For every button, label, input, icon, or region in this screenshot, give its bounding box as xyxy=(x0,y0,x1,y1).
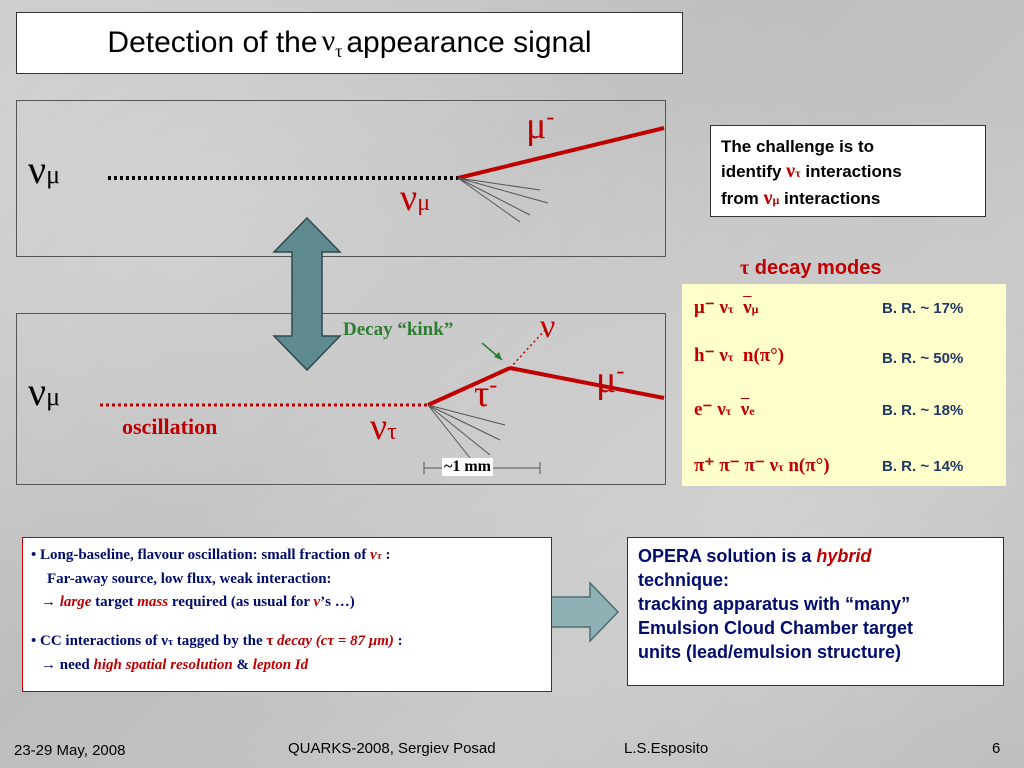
decay-formula: e⁻ ντ νe xyxy=(694,399,755,420)
scale-label: ~1 mm xyxy=(442,458,493,476)
challenge-line: from νμ interactions xyxy=(721,187,881,209)
hadron-track xyxy=(457,177,521,223)
muon-track xyxy=(457,126,665,180)
decay-modes-heading: τ decay modes xyxy=(740,257,882,279)
incoming-numu-label: νμ xyxy=(28,147,61,192)
footer-page-number: 6 xyxy=(992,740,1001,757)
hadron-track xyxy=(457,177,541,191)
title-prefix: Detection of the xyxy=(107,26,318,59)
opera-line: tracking apparatus with “many” xyxy=(638,594,911,614)
branching-ratio: B. R. ~ 14% xyxy=(882,458,964,475)
muon-label: μ- xyxy=(596,358,625,401)
challenge-line: identify ντ interactions xyxy=(721,160,902,182)
footer-conference: QUARKS-2008, Sergiev Posad xyxy=(288,740,496,757)
oscillation-double-arrow-icon xyxy=(272,216,342,372)
decay-mode-row: π⁺ π⁻ π⁻ ντ n(π°) B. R. ~ 14% xyxy=(682,454,1006,484)
decay-mode-row: e⁻ ντ νe B. R. ~ 18% xyxy=(682,398,1006,428)
decay-mode-row: μ⁻ ντ νμ B. R. ~ 17% xyxy=(682,296,1006,326)
branching-ratio: B. R. ~ 17% xyxy=(882,300,964,317)
hadron-track xyxy=(427,404,501,441)
challenge-line: The challenge is to xyxy=(721,137,875,156)
opera-line: technique: xyxy=(638,570,730,590)
tau-label: τ- xyxy=(474,372,498,415)
decay-kink-label: Decay “kink” xyxy=(343,319,454,340)
hadron-track xyxy=(457,177,531,216)
kink-nu-label: ν xyxy=(540,308,556,345)
slide-title: Detection of the ντ appearance signal xyxy=(16,12,683,74)
bullet-line: → large target mass required (as usual f… xyxy=(41,594,355,610)
oscillation-label: oscillation xyxy=(122,414,218,439)
title-nu: ντ xyxy=(321,24,343,61)
tau-decay-muon-track xyxy=(509,366,665,400)
nutau-event-panel xyxy=(16,313,666,485)
opera-line: OPERA solution is a hybrid xyxy=(638,546,872,566)
incoming-numu-label: νμ xyxy=(28,369,61,414)
challenge-box: The challenge is to identify ντ interact… xyxy=(710,125,986,217)
bullet-line: Far-away source, low flux, weak interact… xyxy=(47,571,332,587)
tau-track xyxy=(427,366,511,407)
tau-decay-neutrino-track xyxy=(509,329,546,369)
decay-formula: μ⁻ ντ νμ xyxy=(694,297,759,318)
branching-ratio: B. R. ~ 50% xyxy=(882,350,964,367)
footer-date: 23-29 May, 2008 xyxy=(14,742,126,759)
branching-ratio: B. R. ~ 18% xyxy=(882,402,964,419)
opera-line: Emulsion Cloud Chamber target xyxy=(638,618,914,638)
hadron-track xyxy=(427,404,491,456)
opera-line: units (lead/emulsion structure) xyxy=(638,642,902,662)
hadron-track xyxy=(457,177,549,204)
title-suffix: appearance signal xyxy=(346,26,592,59)
vertex-nutau-label: ντ xyxy=(370,406,397,448)
bullet-line: → need high spatial resolution & lepton … xyxy=(41,657,309,673)
bullets-box: • Long-baseline, flavour oscillation: sm… xyxy=(22,537,552,692)
muon-label: μ- xyxy=(526,104,555,147)
hadron-track xyxy=(427,404,506,426)
decay-modes-table: μ⁻ ντ νμ B. R. ~ 17% h⁻ ντ n(π°) B. R. ~… xyxy=(682,284,1006,486)
hadron-track xyxy=(427,404,471,459)
bullet-line: • Long-baseline, flavour oscillation: sm… xyxy=(31,547,391,563)
bullet-line: • CC interactions of ντ tagged by the τ … xyxy=(31,633,403,649)
numu-event-panel xyxy=(16,100,666,257)
decay-mode-row: h⁻ ντ n(π°) B. R. ~ 50% xyxy=(682,344,1006,374)
opera-solution-box: OPERA solution is a hybrid technique: tr… xyxy=(627,537,1004,686)
decay-formula: h⁻ ντ n(π°) xyxy=(694,345,785,366)
vertex-numu-label: νμ xyxy=(400,177,431,219)
decay-formula: π⁺ π⁻ π⁻ ντ n(π°) xyxy=(694,455,830,476)
footer-author: L.S.Esposito xyxy=(624,740,709,757)
